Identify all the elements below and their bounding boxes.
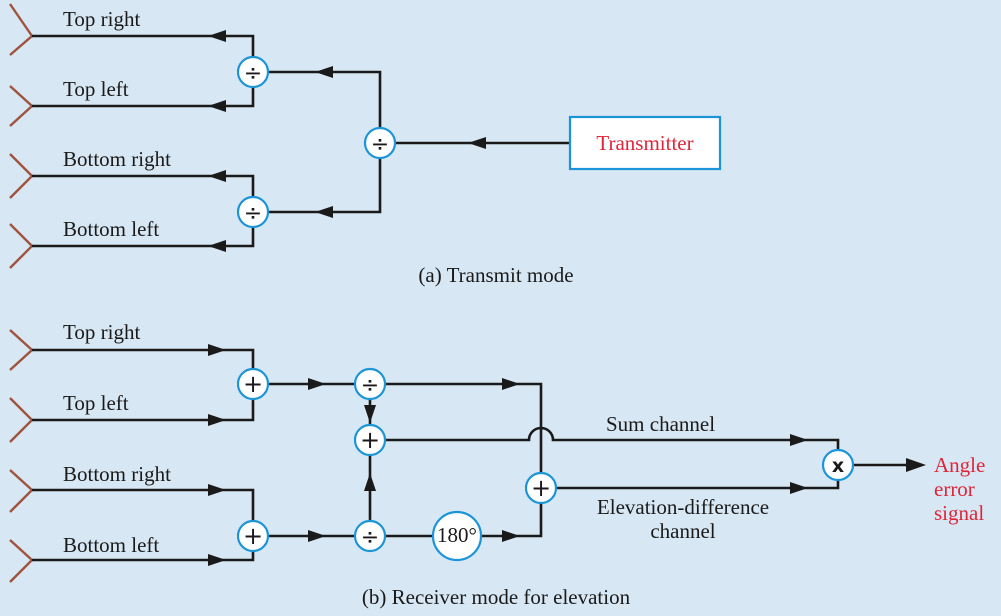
bottom-right-feed-line xyxy=(32,174,255,197)
upper-split-line xyxy=(268,70,382,128)
divide-icon: ÷ xyxy=(361,373,379,398)
bottom-left-antenna-icon xyxy=(9,223,34,269)
sum-channel-line xyxy=(385,426,840,452)
arrow-icon xyxy=(502,378,520,390)
rx-bottom-right-line xyxy=(32,488,255,521)
rx-bottom-right-label: Bottom right xyxy=(63,462,171,486)
divider-node-main: ÷ xyxy=(363,126,397,160)
phase-shift-label: 180° xyxy=(437,523,477,547)
tx-top-left-label: Top left xyxy=(63,77,129,101)
bottom-left-antenna-icon xyxy=(9,539,34,583)
divide-icon: ÷ xyxy=(371,132,389,157)
divide-icon: ÷ xyxy=(244,201,262,226)
arrow-icon xyxy=(208,170,226,182)
transmit-mode-diagram: ÷ ÷ ÷ Transmitter Top right Top left Bot… xyxy=(9,3,722,287)
divider-node-lower: ÷ xyxy=(236,195,270,229)
divider-node-bottom: ÷ xyxy=(353,519,387,553)
arrow-icon xyxy=(208,100,226,112)
divide-icon: ÷ xyxy=(361,525,379,550)
phase-out-line xyxy=(481,503,543,538)
output-label-line2: error xyxy=(934,477,975,501)
adder-node-top: + xyxy=(236,367,270,401)
lower-split-line xyxy=(268,158,382,214)
bottom-right-antenna-icon xyxy=(9,469,34,513)
receiver-caption: (b) Receiver mode for elevation xyxy=(362,585,631,609)
output-label-line1: Angle xyxy=(934,453,985,477)
rx-top-left-line xyxy=(32,399,255,422)
difference-channel-label-line2: channel xyxy=(650,519,715,543)
arrow-icon xyxy=(906,458,926,472)
arrow-icon xyxy=(308,530,326,542)
rx-bottom-left-line xyxy=(32,551,255,562)
receiver-mode-diagram: + + ÷ + ÷ 180° + x Top r xyxy=(9,320,985,609)
sum-adder-node: + xyxy=(353,423,387,457)
plus-icon: + xyxy=(531,474,551,502)
difference-channel-line xyxy=(556,478,840,490)
phase-shifter-node: 180° xyxy=(431,510,483,562)
plus-icon: + xyxy=(243,370,263,398)
arrow-icon xyxy=(364,473,376,491)
top-right-antenna-icon xyxy=(9,329,34,371)
tx-bottom-right-label: Bottom right xyxy=(63,147,171,171)
rx-top-right-line xyxy=(32,348,255,369)
divide-icon: ÷ xyxy=(244,61,262,86)
arrow-icon xyxy=(502,530,520,542)
arrow-icon xyxy=(790,434,808,446)
rx-bottom-left-label: Bottom left xyxy=(63,533,159,557)
arrow-icon xyxy=(208,30,226,42)
divider-node-upper: ÷ xyxy=(236,55,270,89)
arrow-icon xyxy=(315,66,333,78)
tx-top-right-label: Top right xyxy=(63,7,140,31)
adder-node-bottom: + xyxy=(236,519,270,553)
arrow-icon xyxy=(208,554,226,566)
top-left-antenna-icon xyxy=(9,85,34,127)
bottom-left-feed-line xyxy=(32,227,255,248)
multiply-icon: x xyxy=(832,455,844,477)
transmitter-label: Transmitter xyxy=(596,131,693,155)
tx-bottom-left-label: Bottom left xyxy=(63,217,159,241)
arrow-icon xyxy=(208,484,226,496)
arrow-icon xyxy=(208,344,226,356)
bottom-right-antenna-icon xyxy=(9,153,34,199)
plus-icon: + xyxy=(243,522,263,550)
arrow-icon xyxy=(208,414,226,426)
divider-node-top: ÷ xyxy=(353,367,387,401)
arrow-icon xyxy=(364,405,376,423)
output-label-line3: signal xyxy=(934,501,984,525)
top-right-feed-line xyxy=(32,34,255,57)
arrow-icon xyxy=(468,137,486,149)
sum-channel-label: Sum channel xyxy=(606,412,715,436)
top-divider-out-line xyxy=(385,382,543,473)
difference-channel-label-line1: Elevation-difference xyxy=(597,495,769,519)
top-left-antenna-icon xyxy=(9,397,34,443)
transmit-caption: (a) Transmit mode xyxy=(418,263,573,287)
rx-top-left-label: Top left xyxy=(63,391,129,415)
difference-adder-node: + xyxy=(524,471,558,505)
top-left-feed-line xyxy=(32,87,255,108)
arrow-icon xyxy=(208,240,226,252)
top-right-antenna-icon xyxy=(9,3,34,56)
arrow-icon xyxy=(315,206,333,218)
plus-icon: + xyxy=(360,426,380,454)
multiplier-node: x xyxy=(821,448,855,482)
rx-top-right-label: Top right xyxy=(63,320,140,344)
arrow-icon xyxy=(308,378,326,390)
transmitter-box xyxy=(568,115,722,171)
arrow-icon xyxy=(790,482,808,494)
